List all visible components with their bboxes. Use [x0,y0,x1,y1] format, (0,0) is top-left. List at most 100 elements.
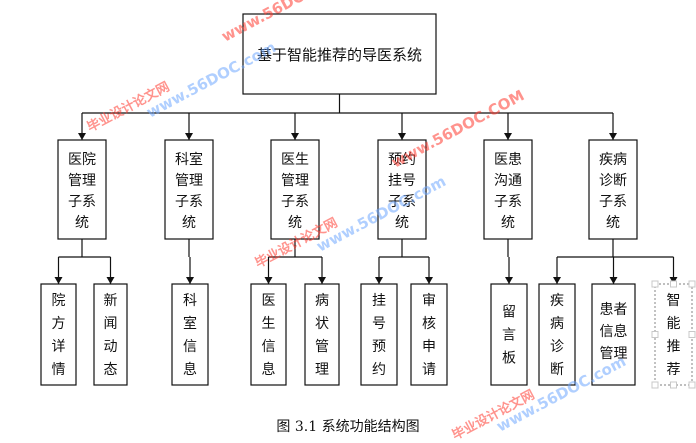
subsystem-s3-label-line: 管理 [281,173,309,189]
leaf-s4c2-box [410,283,448,386]
leaf-s3c1-label-line: 信 [262,339,276,355]
leaf-s6c3-label-line: 能 [667,316,681,332]
leaf-s6c3-label-line: 荐 [667,362,681,378]
selection-handle[interactable] [651,280,659,288]
leaf-s3c2-box [304,283,340,386]
selection-handle[interactable] [688,331,696,338]
subsystem-s5-label-line: 沟通 [494,173,522,189]
subsystem-s6-box [588,139,638,240]
subsystem-s1-label-line: 子系 [68,194,96,210]
leaf-s1c1-label-line: 方 [52,316,66,332]
leaf-s5c1-label-line: 板 [502,351,516,367]
subsystem-s2-label-line: 统 [182,215,196,231]
subsystem-s2-label-line: 科室 [175,151,203,168]
subsystem-s1-label-line: 统 [75,215,89,231]
subsystem-s3-box [270,139,320,240]
subsystem-s3-label-line: 子系 [281,194,309,210]
subsystem-s6-arrow [609,133,617,140]
leaf-s6c2-arrow [609,277,618,284]
subsystem-s4-arrow [398,133,406,140]
leaf-s3c1-box [250,283,287,386]
leaf-s3c2-label-line: 状 [315,316,329,332]
leaf-s4c1-arrow [375,277,383,284]
leaf-s1c1-label-line: 情 [52,362,66,378]
leaf-s4c2-label-line: 审 [422,293,436,309]
leaf-s1c1-box [40,283,77,386]
subsystem-s2-label-line: 子系 [175,194,203,210]
subsystem-s4-box [377,139,427,240]
subsystem-s4-label-line: 预约 [388,152,416,168]
leaf-s1c1-label-line: 院 [52,293,66,309]
leaf-s2c1-label-line: 科 [183,293,197,309]
subsystem-s5-arrow [504,133,512,140]
subsystem-s6-label-line: 统 [606,215,620,231]
connector-lines [54,94,678,284]
leaf-s5c1-label-line: 言 [502,328,516,344]
leaf-s6c1-label-line: 诊 [550,339,564,355]
selection-handles [651,280,696,389]
subsystem-s1-label-line: 管理 [68,173,96,189]
subsystem-s5-box [483,139,533,240]
subsystem-s1-arrow [78,133,86,140]
leaf-s4c2-label-line: 请 [422,362,436,378]
subsystem-s2-label-line: 管理 [175,173,203,189]
leaf-s1c2-label-line: 闻 [104,316,118,332]
selection-handle[interactable] [670,280,677,288]
root-node-label: 基于智能推荐的导医系统 [257,46,422,64]
leaf-s2c1-label-line: 息 [183,361,197,378]
leaf-s6c1-label-line: 病 [550,316,564,332]
leaf-s4c1-label-line: 挂 [372,293,386,309]
leaf-s2c1-label-line: 信 [183,339,197,355]
subsystem-s3-arrow [291,133,299,140]
leaf-s6c2-label-line: 管理 [600,346,628,362]
leaf-s1c2-box [93,283,128,386]
selection-handle[interactable] [651,381,659,389]
root-node-box [242,13,437,95]
leaf-s6c2-box [591,283,636,386]
selection-handle[interactable] [670,381,677,389]
leaf-s6c1-arrow [553,277,561,284]
leaf-s6c2-label-line: 信息 [600,323,628,340]
leaf-s3c2-label-line: 管 [315,339,329,355]
leaf-s6c2-label-line: 患者 [600,302,628,318]
leaf-s3c1-arrow [264,277,273,284]
leaf-s6c3-label-line: 推 [667,339,681,355]
leaf-s4c1-label-line: 约 [372,362,386,378]
leaf-s1c2-label-line: 态 [104,362,118,378]
leaf-s4c2-label-line: 核 [422,316,436,332]
leaf-s1c1-label-line: 详 [52,339,66,355]
leaf-s6c1-box [538,283,576,386]
subsystem-s1-box [57,139,107,240]
selection-handle[interactable] [688,280,696,288]
leaf-s1c1-arrow [54,277,63,284]
leaf-s1c2-label-line: 新 [104,293,118,309]
leaf-s3c2-arrow [318,277,326,284]
leaf-s5c1-box [490,283,528,386]
subsystem-s4-label-line: 统 [395,215,409,231]
leaf-s4c2-arrow [425,277,433,284]
subsystem-s4-label-line: 挂号 [388,173,416,189]
leaf-s3c2-label-line: 病 [315,293,329,309]
leaf-s4c1-label-line: 号 [372,316,386,332]
subsystem-s5-label-line: 统 [501,215,515,231]
subsystem-s5-label-line: 医患 [494,152,522,168]
subsystem-s6-label-line: 诊断 [599,173,627,189]
selection-handle[interactable] [651,331,659,338]
selection-handle[interactable] [688,381,696,389]
leaf-s6c3-label-line: 智 [667,293,681,309]
leaf-s3c2-label-line: 理 [315,362,329,378]
leaf-s4c2-label-line: 申 [422,339,436,355]
subsystem-s1-label-line: 医院 [68,152,96,168]
subsystem-s4-label-line: 子系 [388,194,416,210]
subsystem-s3-label-line: 医生 [281,152,309,168]
subsystem-s2-arrow [185,133,193,140]
subsystem-s6-label-line: 子系 [599,194,627,210]
subsystem-s6-label-line: 疾病 [599,152,627,168]
leaf-s3c1-label-line: 医 [262,293,276,309]
leaf-s6c1-label-line: 断 [550,362,564,378]
leaf-s4c1-box [360,283,398,386]
diagram-nodes: 基于智能推荐的导医系统医院管理子系统院方详情新闻动态科室管理子系统科室信息医生管… [40,13,693,386]
leaf-s1c2-label-line: 动 [104,339,118,355]
leaf-s6c1-label-line: 疾 [550,293,564,309]
